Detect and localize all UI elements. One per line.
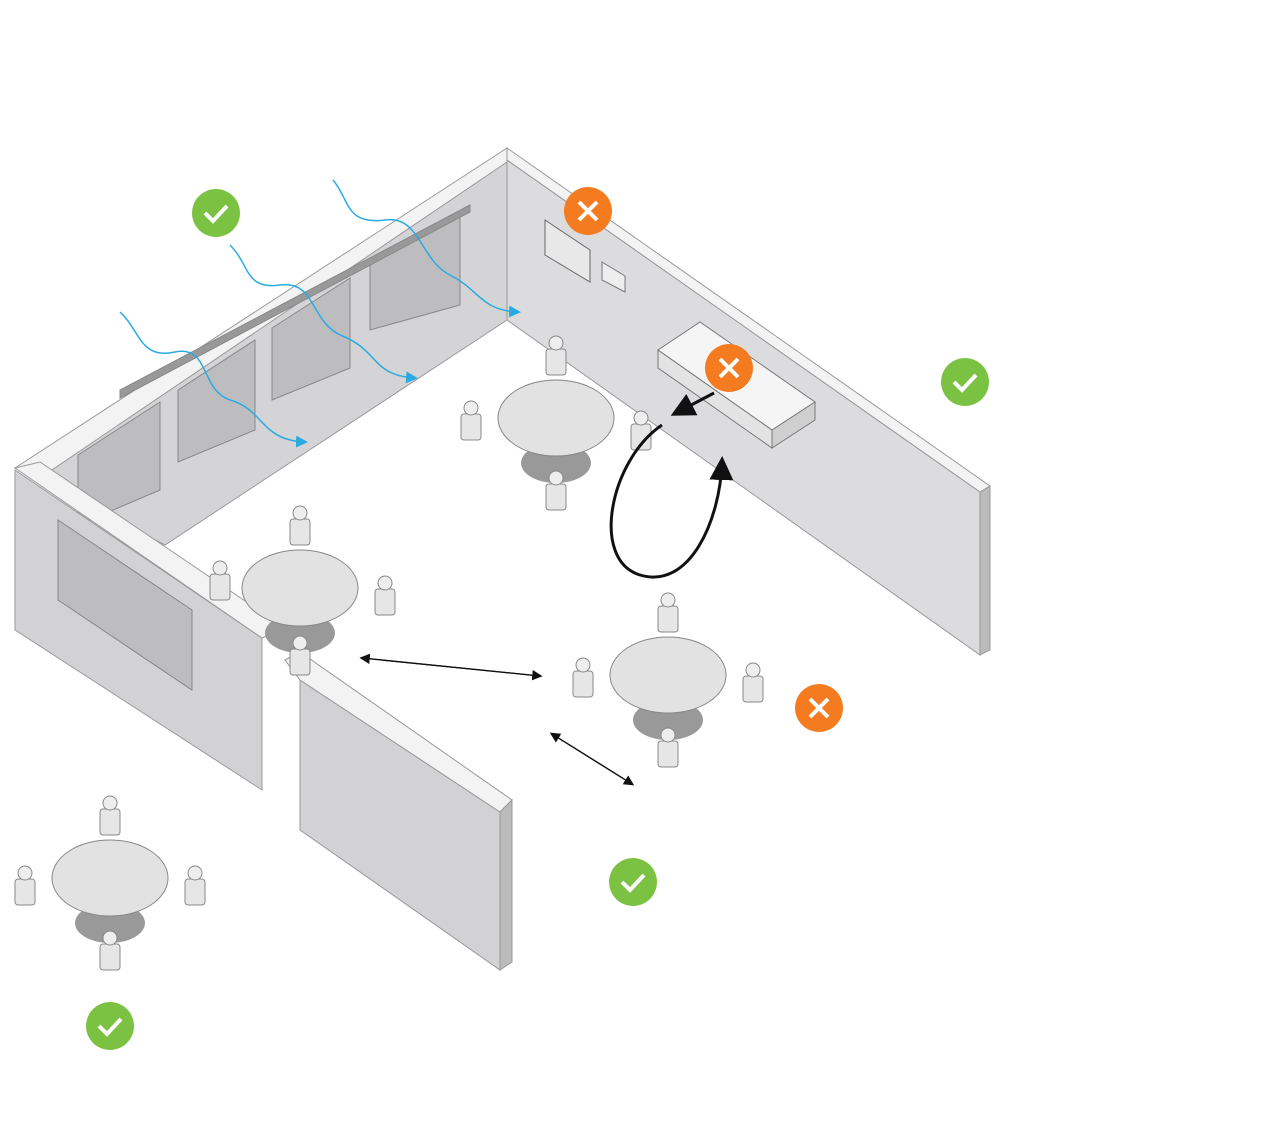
table-left — [209, 505, 396, 676]
marker-outdoor-table — [86, 1002, 134, 1050]
table-back — [460, 335, 652, 511]
cross-icon — [718, 357, 740, 379]
wall-monitor — [544, 219, 591, 283]
airflow-lines — [119, 179, 521, 448]
wall-switch — [601, 261, 626, 293]
cross-icon — [577, 200, 599, 222]
front-window — [57, 519, 193, 691]
check-icon — [620, 873, 646, 893]
marker-windows-open — [192, 189, 240, 237]
marker-open-doorway — [609, 858, 657, 906]
front-wall-end — [499, 798, 513, 971]
cross-icon — [808, 697, 830, 719]
table-right — [572, 592, 764, 768]
ac-circulation-arrow — [609, 391, 734, 579]
marker-table-spacing — [795, 684, 843, 732]
table-outdoor — [14, 795, 206, 971]
check-icon — [203, 204, 229, 224]
marker-ac-unit — [705, 344, 753, 392]
marker-right-wall — [941, 358, 989, 406]
right-wall-end — [979, 485, 991, 656]
check-icon — [952, 373, 978, 393]
distance-arrows — [359, 653, 635, 786]
check-icon — [97, 1017, 123, 1037]
windows — [77, 204, 471, 526]
marker-wall-monitor — [564, 187, 612, 235]
